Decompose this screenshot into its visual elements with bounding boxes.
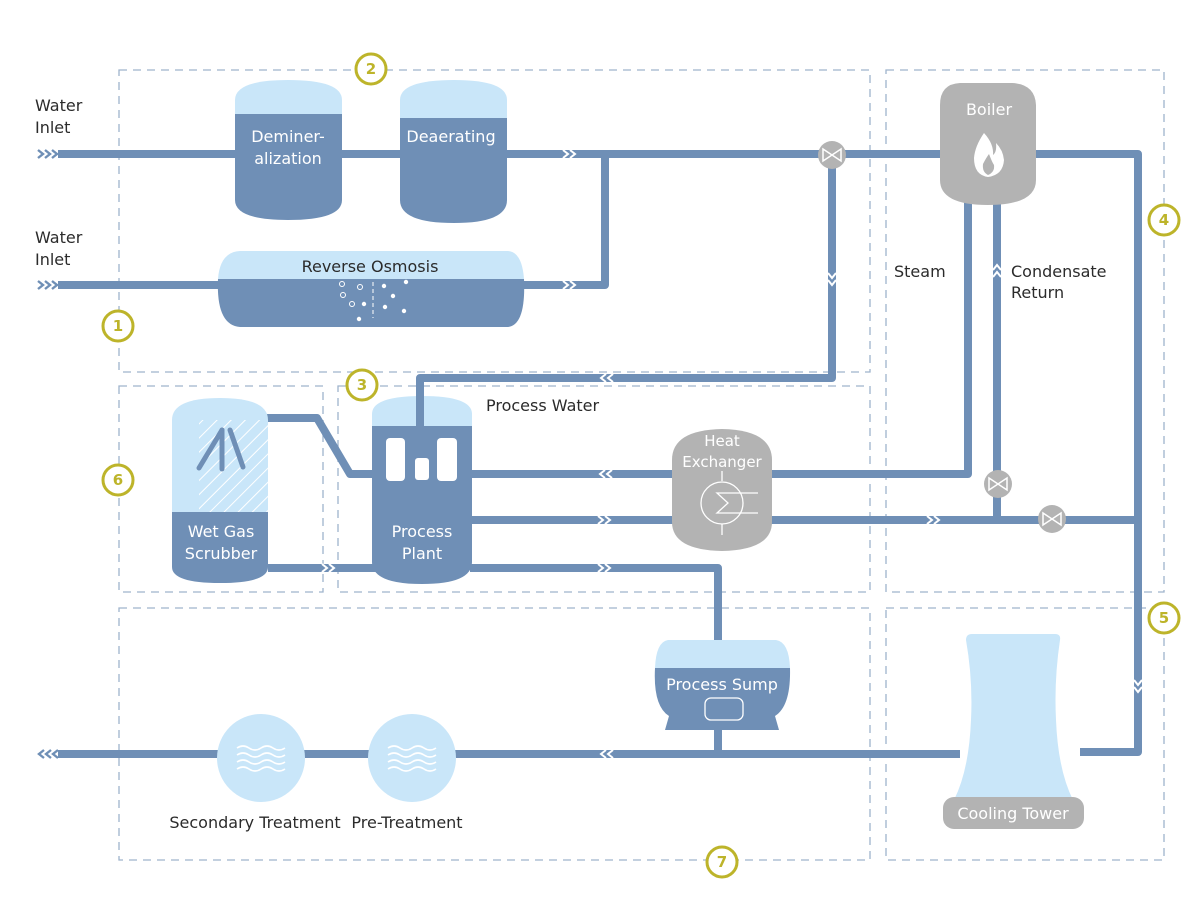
- pipe-plant-to-sump: [470, 564, 722, 640]
- flow-arrows: [37, 149, 1143, 759]
- svg-text:2: 2: [366, 60, 376, 78]
- flow-arrow-right-icon: [926, 515, 941, 525]
- valve-process-water-feed[interactable]: [818, 141, 846, 169]
- zone-badge-2[interactable]: 2: [354, 52, 388, 86]
- flow-arrow-up-icon: [992, 263, 1002, 278]
- flow-arrow-right-icon: [562, 149, 577, 159]
- valve-icon: [822, 147, 842, 163]
- zone-4-boundary: [885, 69, 1165, 593]
- zone-badge-4[interactable]: 4: [1147, 203, 1181, 237]
- zone-badge-5[interactable]: 5: [1147, 601, 1181, 635]
- flow-arrow-left-icon: [599, 373, 614, 383]
- flow-arrow-right-icon: [37, 280, 59, 290]
- demineralization-label: Deminer-alization: [251, 127, 325, 168]
- pump-icon: [704, 697, 744, 721]
- flow-arrow-right-icon: [562, 280, 577, 290]
- flow-arrow-right-icon: [597, 563, 612, 573]
- water-waves-icon: [387, 745, 437, 772]
- pipe-boiler-to-cooling: [1030, 150, 1142, 756]
- water-waves-icon: [236, 745, 286, 772]
- pre-treatment-label: Pre-Treatment: [351, 813, 462, 832]
- svg-text:6: 6: [113, 471, 123, 489]
- valve-cooling-return[interactable]: [1038, 505, 1066, 533]
- flame-icon: [974, 133, 1004, 177]
- svg-text:1: 1: [113, 317, 123, 335]
- flow-arrow-left-icon: [599, 749, 614, 759]
- pipe-steam: [770, 200, 972, 478]
- zone-badge-6[interactable]: 6: [101, 463, 135, 497]
- svg-text:7: 7: [717, 853, 727, 871]
- zone-2-boundary: [118, 69, 871, 373]
- zone-badge-1[interactable]: 1: [101, 309, 135, 343]
- svg-text:3: 3: [357, 376, 367, 394]
- boiler[interactable]: Boiler: [940, 83, 1036, 205]
- flow-arrow-right-icon: [37, 149, 59, 159]
- reverse-osmosis-label: Reverse Osmosis: [302, 257, 439, 276]
- valve-condensate-return[interactable]: [984, 470, 1012, 498]
- demineralization-tank[interactable]: Deminer-alization: [235, 80, 342, 220]
- plant-buildings-icon: [386, 438, 457, 481]
- flow-arrow-left-icon: [37, 749, 59, 759]
- svg-text:4: 4: [1159, 211, 1169, 229]
- secondary-treatment-label: Secondary Treatment: [169, 813, 340, 832]
- membrane-particles-icon: [339, 279, 409, 322]
- cooling-tower[interactable]: Cooling Tower: [943, 634, 1084, 829]
- flow-arrow-left-icon: [598, 469, 613, 479]
- process-sump[interactable]: Process Sump: [654, 640, 791, 730]
- zone-7-boundary: [118, 607, 871, 861]
- steam-label: Steam: [894, 262, 946, 281]
- zones: [118, 69, 1165, 861]
- valve-icon: [1042, 511, 1062, 527]
- zone-3-boundary: [337, 385, 871, 593]
- zone-badge-7[interactable]: 7: [705, 845, 739, 879]
- flow-arrow-down-icon: [1133, 679, 1143, 694]
- valve-icon: [988, 476, 1008, 492]
- deaerating-label: Deaerating: [406, 127, 495, 146]
- flow-arrow-right-icon: [321, 563, 336, 573]
- cooling-tower-label: Cooling Tower: [957, 804, 1069, 823]
- secondary-treatment[interactable]: Secondary Treatment: [169, 714, 341, 832]
- boiler-label: Boiler: [966, 100, 1013, 119]
- pre-treatment[interactable]: Pre-Treatment: [351, 714, 463, 832]
- svg-text:5: 5: [1159, 609, 1169, 627]
- flow-arrow-down-icon: [827, 272, 837, 287]
- zone-badge-3[interactable]: 3: [345, 368, 379, 402]
- process-sump-label: Process Sump: [666, 675, 778, 694]
- heat-exchanger-symbol-icon: [700, 471, 758, 535]
- process-water-label: Process Water: [486, 396, 600, 415]
- flow-arrow-right-icon: [597, 515, 612, 525]
- spray-nozzle-icon: [196, 427, 246, 472]
- reverse-osmosis-unit[interactable]: Reverse Osmosis: [217, 251, 525, 327]
- deaerating-tank[interactable]: Deaerating: [400, 80, 507, 223]
